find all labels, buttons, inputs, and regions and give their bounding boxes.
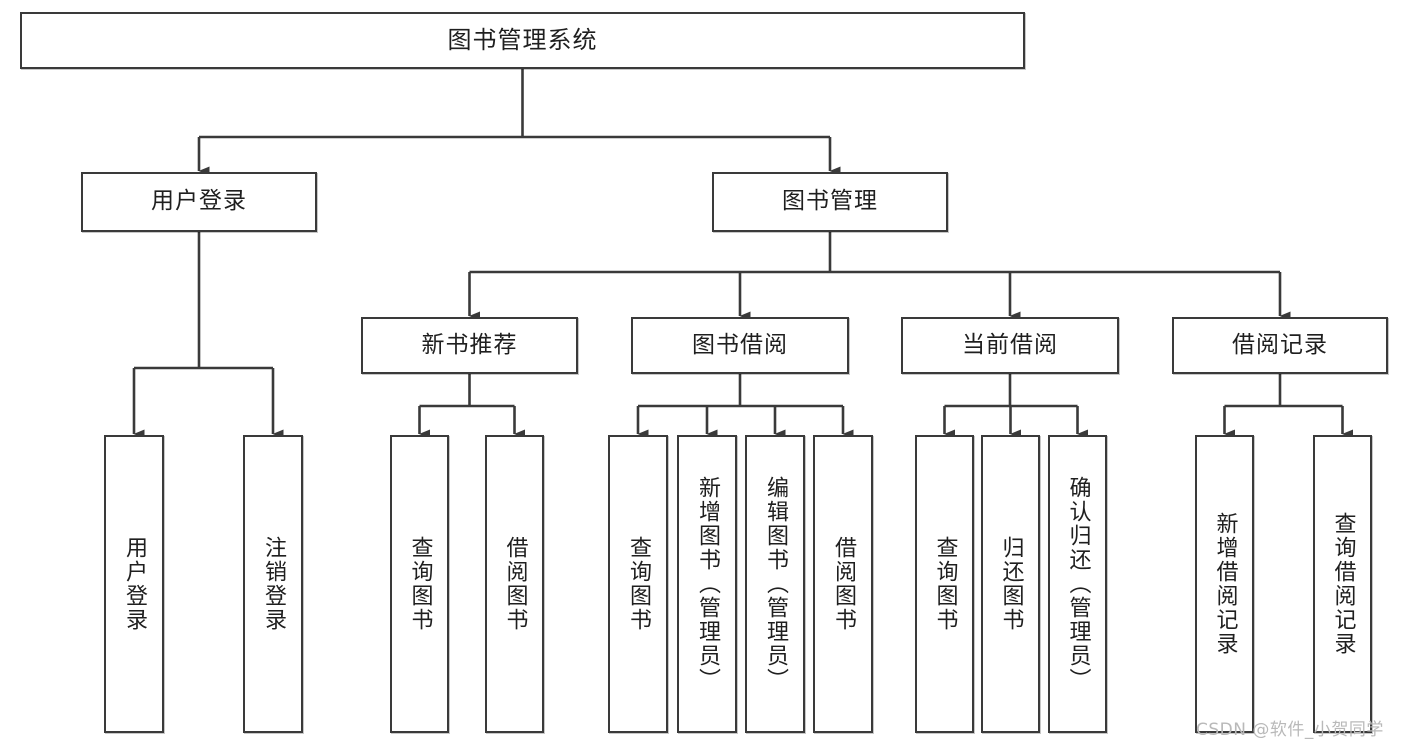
node-label: 图书借阅 — [692, 331, 788, 358]
node-label: 借阅图书 — [830, 536, 856, 632]
node-label: 当前借阅 — [962, 331, 1058, 358]
node-new-book-recommend[interactable]: 新书推荐 — [361, 317, 578, 374]
csdn-watermark: CSDN @软件_小贺同学 — [1196, 720, 1384, 740]
node-leaf-add-record[interactable]: 新增借阅记录 — [1195, 435, 1254, 733]
node-borrow-record[interactable]: 借阅记录 — [1172, 317, 1388, 374]
node-label: 借阅图书 — [502, 536, 528, 632]
node-book-manage[interactable]: 图书管理 — [712, 172, 948, 232]
node-leaf-confirm-return[interactable]: 确认归还（管理员） — [1048, 435, 1107, 733]
node-label: 归还图书 — [998, 536, 1024, 632]
node-label: 查询图书 — [932, 536, 958, 632]
node-label: 借阅记录 — [1232, 331, 1328, 358]
node-leaf-borrow-book-1[interactable]: 借阅图书 — [485, 435, 544, 733]
node-label: 查询图书 — [407, 536, 433, 632]
node-label: 用户登录 — [151, 188, 247, 215]
node-root-图书管理系统[interactable]: 图书管理系统 — [20, 12, 1025, 69]
node-label: 新增图书（管理员） — [694, 476, 720, 692]
node-leaf-query-book-2[interactable]: 查询图书 — [608, 435, 668, 733]
node-label: 新书推荐 — [421, 331, 518, 358]
node-label: 查询借阅记录 — [1330, 512, 1356, 656]
node-label: 新增借阅记录 — [1212, 512, 1238, 656]
node-user-login[interactable]: 用户登录 — [81, 172, 317, 232]
node-book-borrow[interactable]: 图书借阅 — [631, 317, 849, 374]
node-label: 用户登录 — [121, 536, 147, 632]
node-leaf-add-book[interactable]: 新增图书（管理员） — [677, 435, 737, 733]
node-leaf-return-book[interactable]: 归还图书 — [981, 435, 1040, 733]
node-leaf-user-login[interactable]: 用户登录 — [104, 435, 164, 733]
node-leaf-edit-book[interactable]: 编辑图书（管理员） — [745, 435, 805, 733]
node-leaf-query-book-3[interactable]: 查询图书 — [915, 435, 974, 733]
node-leaf-query-book-1[interactable]: 查询图书 — [390, 435, 449, 733]
node-current-borrow[interactable]: 当前借阅 — [901, 317, 1119, 374]
node-leaf-borrow-book-2[interactable]: 借阅图书 — [813, 435, 873, 733]
node-label: 查询图书 — [625, 536, 651, 632]
node-label: 图书管理系统 — [447, 26, 598, 55]
node-label: 注销登录 — [260, 536, 286, 632]
node-label: 编辑图书（管理员） — [762, 476, 788, 692]
node-leaf-query-record[interactable]: 查询借阅记录 — [1313, 435, 1372, 733]
node-leaf-logout[interactable]: 注销登录 — [243, 435, 303, 733]
node-label: 确认归还（管理员） — [1065, 476, 1091, 692]
node-label: 图书管理 — [782, 188, 878, 215]
